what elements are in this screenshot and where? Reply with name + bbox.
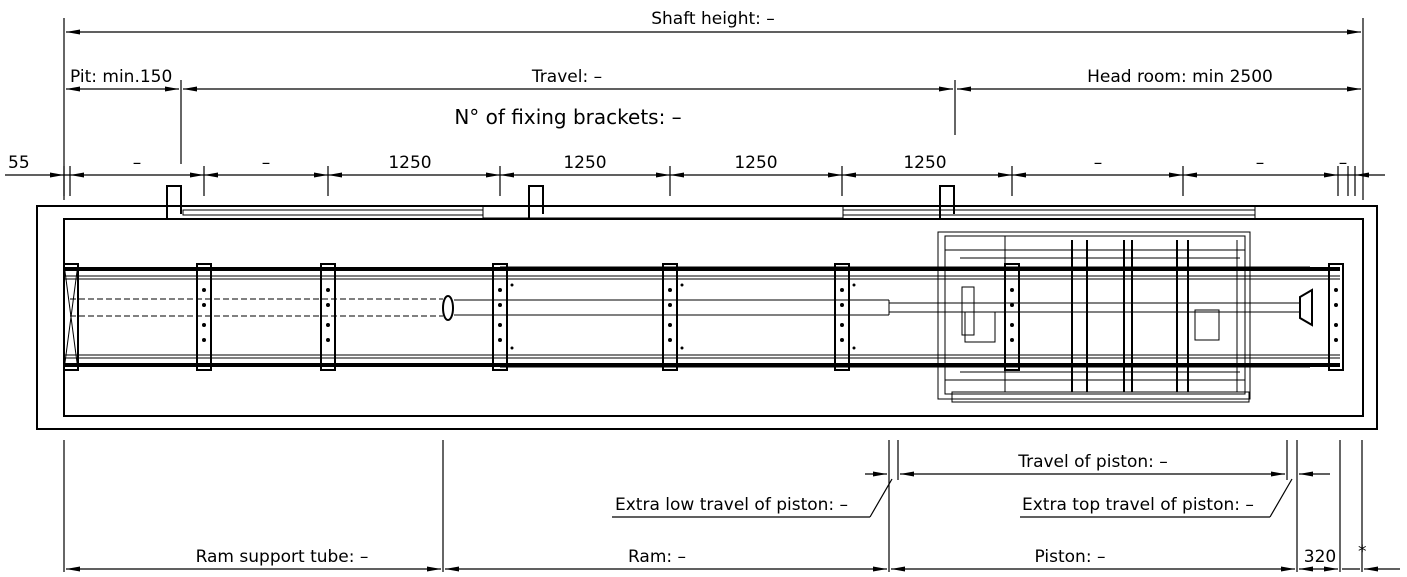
- star-label: *: [1358, 542, 1367, 562]
- fixing-bracket: [196, 263, 212, 371]
- ram-support-tube-label: Ram support tube: –: [196, 547, 369, 567]
- fixing-brackets-label: N° of fixing brackets: –: [454, 105, 681, 129]
- segment-4-label: 1250: [563, 153, 606, 173]
- fixing-bracket: [662, 263, 684, 371]
- shaft-height-dimension: Shaft height: –: [63, 9, 1364, 200]
- fixing-bracket: [320, 263, 336, 371]
- offset-55-label: 55: [8, 153, 30, 173]
- segment-7-label: –: [1094, 153, 1103, 173]
- fixing-bracket: [492, 263, 514, 371]
- segment-2-label: –: [262, 153, 271, 173]
- ram: [454, 299, 890, 316]
- car-frame: [937, 231, 1251, 403]
- head-room-label: Head room: min 2500: [1087, 67, 1273, 87]
- pit-label: Pit: min.150: [70, 67, 172, 87]
- guide-rail-top-strips: [182, 205, 1256, 219]
- ram-label: Ram: –: [628, 547, 686, 567]
- pit-travel-headroom-dimension: Pit: min.150 Travel: – Head room: min 25…: [66, 67, 1361, 164]
- bottom-extension-lines: [63, 440, 1363, 572]
- fixing-bracket-tabs: [166, 185, 955, 219]
- segment-6-label: 1250: [903, 153, 946, 173]
- segment-9-label: –: [1339, 153, 1348, 173]
- travel-of-piston-label: Travel of piston: –: [1017, 452, 1168, 472]
- segment-8-label: –: [1256, 153, 1265, 173]
- piston: [889, 288, 1313, 327]
- ram-piston-length-dimension: Ram support tube: – Ram: – Piston: – 320…: [66, 542, 1400, 572]
- dim-320-label: 320: [1304, 547, 1336, 567]
- end-block-right: [1328, 263, 1344, 371]
- fixing-bracket: [1004, 263, 1020, 371]
- travel-label: Travel: –: [531, 67, 602, 87]
- segment-3-label: 1250: [388, 153, 431, 173]
- fixing-bracket: [834, 263, 856, 371]
- extra-top-travel-label: Extra top travel of piston: –: [1022, 495, 1254, 515]
- extra-low-travel-callout: Extra low travel of piston: –: [612, 478, 893, 518]
- shaft-height-label: Shaft height: –: [651, 9, 775, 29]
- extra-top-travel-callout: Extra top travel of piston: –: [1020, 478, 1293, 518]
- bracket-spacing-dimension: 55 – – 1250 1250 1250 1250 – – –: [5, 153, 1385, 196]
- segment-5-label: 1250: [734, 153, 777, 173]
- segment-1-label: –: [133, 153, 142, 173]
- piston-label: Piston: –: [1035, 547, 1106, 567]
- end-block-left: [63, 263, 79, 371]
- piston-travel-dimension: Travel of piston: –: [865, 452, 1330, 477]
- extra-low-travel-label: Extra low travel of piston: –: [615, 495, 848, 515]
- guide-rails: [64, 266, 1340, 368]
- ram-support-tube: [70, 295, 454, 321]
